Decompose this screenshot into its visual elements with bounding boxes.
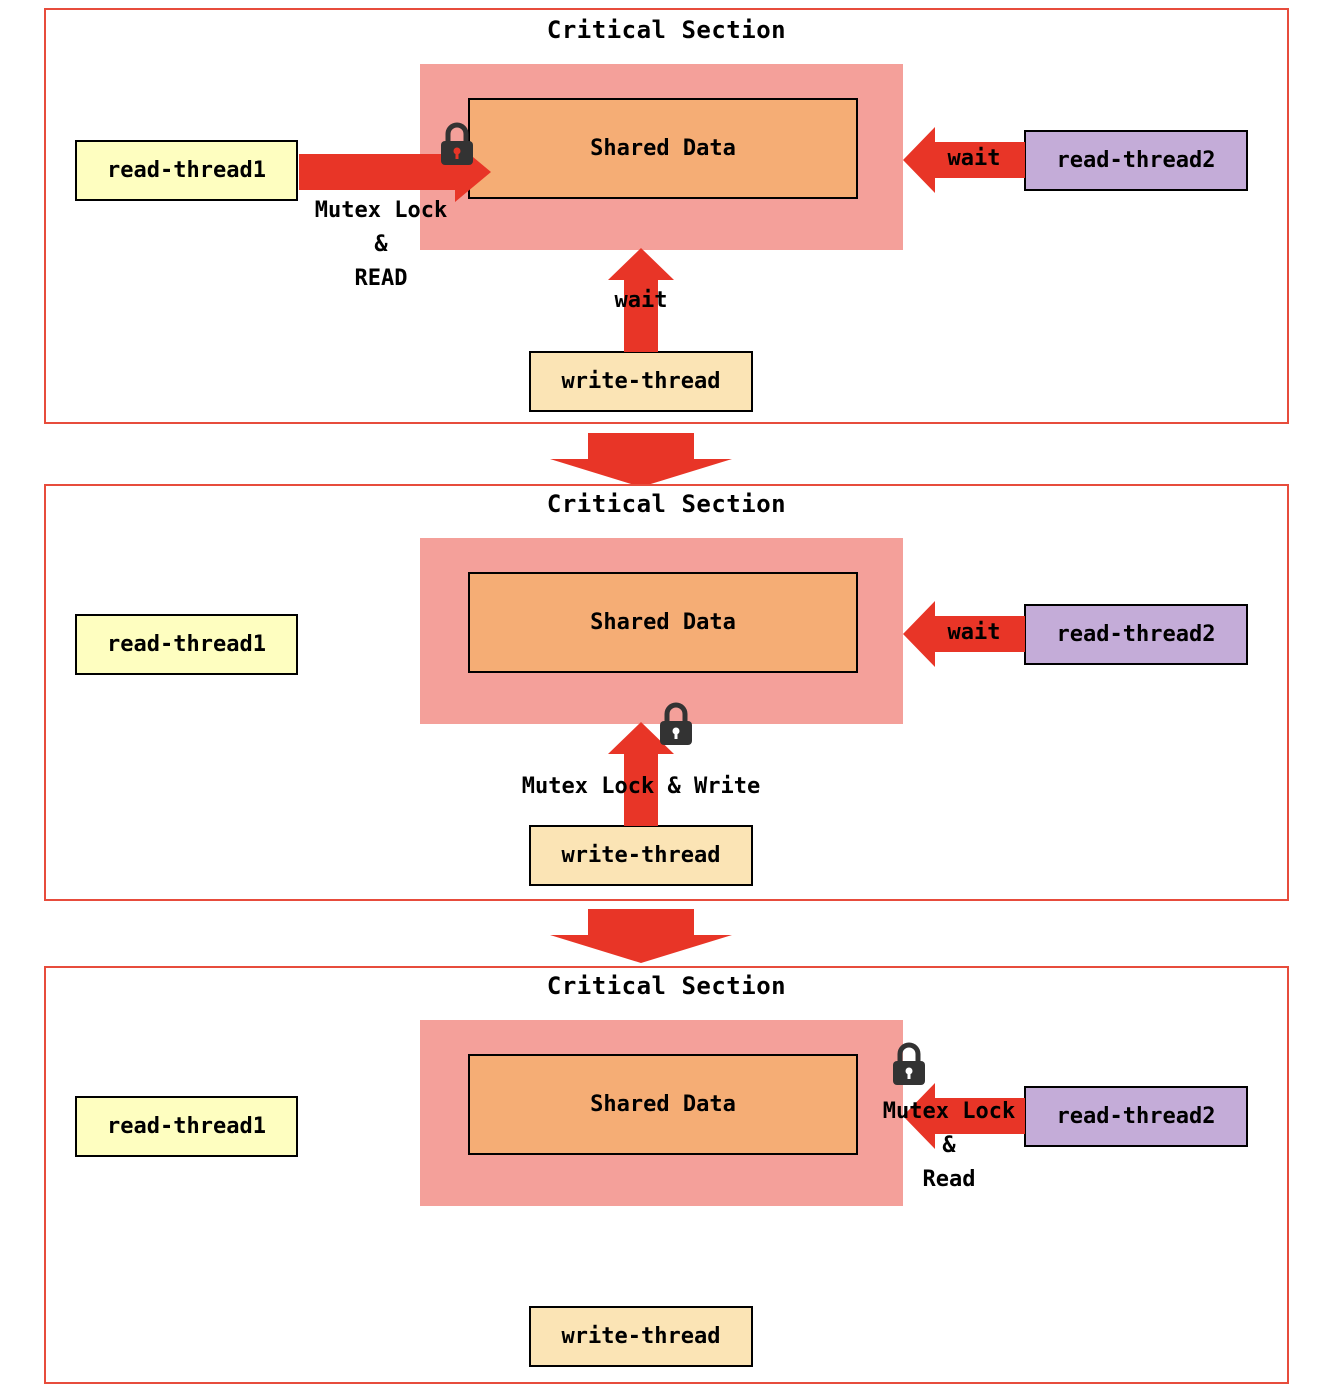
read1-label-line3: READ [354,266,408,291]
write-thread-box: write-thread [529,351,753,412]
shared-data-box: Shared Data [468,572,858,673]
lock-icon [660,702,692,745]
transition-arrow-1 [550,433,732,487]
read2-label-line2: & [942,1133,956,1158]
panel-title: Critical Section [546,972,787,1000]
write-lock-arrow [608,722,674,826]
write-wait-label: wait [614,288,668,313]
shared-data-box: Shared Data [468,1054,858,1155]
read-thread1-box: read-thread1 [75,1096,298,1157]
lock-icon [893,1042,925,1085]
panel-title: Critical Section [546,490,787,518]
read2-label-line3: Read [922,1167,976,1192]
read-thread1-box: read-thread1 [75,614,298,675]
shared-data-box: Shared Data [468,98,858,199]
read2-lock-arrow [903,1083,1025,1149]
panel-title: Critical Section [546,16,787,44]
read1-label-line2: & [374,232,388,257]
read2-wait-label: wait [947,146,1001,171]
read2-wait-label: wait [947,620,1001,645]
write-lock-label: Mutex Lock & Write [521,774,761,799]
write-wait-arrow [608,248,674,352]
panel-1: Critical Section Shared Data read-thread… [44,8,1289,424]
read-thread2-box: read-thread2 [1024,604,1248,665]
panel-3: Critical Section Shared Data read-thread… [44,966,1289,1384]
transition-arrow-2 [550,909,732,963]
read-thread1-box: read-thread1 [75,140,298,201]
panel-2: Critical Section Shared Data read-thread… [44,484,1289,901]
read1-label-line1: Mutex Lock [314,198,448,223]
read2-wait-arrow [903,601,1025,667]
read-thread2-box: read-thread2 [1024,130,1248,191]
read2-wait-arrow [903,127,1025,193]
write-thread-box: write-thread [529,825,753,886]
read-thread2-box: read-thread2 [1024,1086,1248,1147]
write-thread-box: write-thread [529,1306,753,1367]
read2-label-line1: Mutex Lock [882,1099,1016,1124]
lock-icon [441,122,473,165]
